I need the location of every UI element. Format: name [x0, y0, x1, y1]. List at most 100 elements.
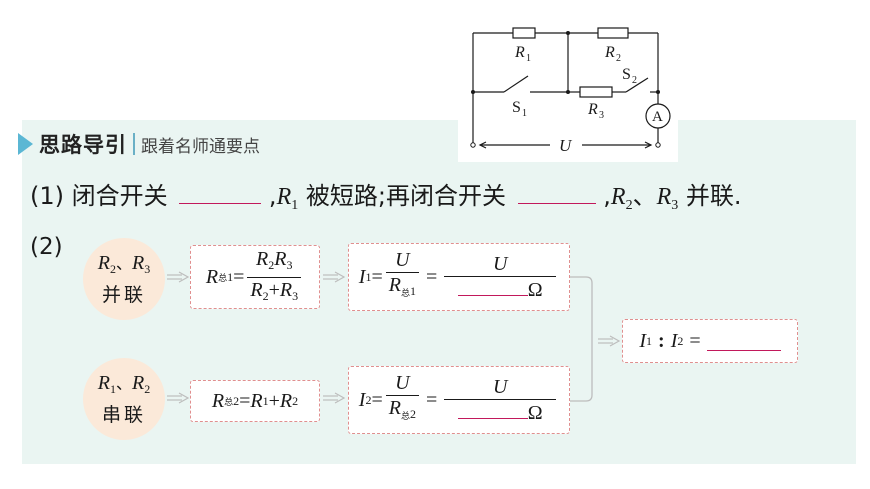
r2-lhs-sub: 2: [233, 393, 240, 408]
i1-num2: U: [493, 253, 508, 275]
question-1: (1) 闭合开关 ,R1 被短路;再闭合开关 ,R2、R3 并联.: [30, 176, 742, 214]
ratio-a: I: [639, 329, 647, 352]
r1-lhs: R: [205, 265, 219, 288]
i1-den-sub: 1: [409, 284, 416, 298]
series-resistors: R1、R2: [98, 370, 150, 402]
switch-s2-blade: [625, 77, 649, 93]
i1-unit: Ω: [527, 279, 543, 301]
r1-den-b-sub: 3: [292, 288, 299, 303]
r2-eq: =: [239, 389, 251, 412]
i1-lhs: I: [358, 265, 366, 288]
series-sep: 、: [115, 374, 132, 393]
r1-num-a: R: [256, 247, 269, 270]
resistor-r1: [512, 27, 536, 39]
i2-eq2: =: [425, 388, 438, 411]
label-r3: R: [587, 101, 598, 118]
ratio-eq: =: [689, 329, 701, 352]
parallel-ra-sub: 2: [109, 262, 116, 276]
arrow-icon: [322, 392, 346, 404]
i1-den-zong: 总: [400, 289, 410, 299]
i2-eq: =: [371, 388, 383, 411]
i1-eq: =: [371, 265, 383, 288]
parallel-rb: R: [132, 252, 145, 274]
arrow-icon: [166, 271, 190, 283]
i1-result-fraction: U Ω: [444, 252, 557, 302]
q1-text-b: 被短路;再闭合开关: [305, 182, 506, 210]
label-s1: S: [512, 99, 521, 116]
switch-s1-blade: [503, 75, 529, 93]
q1-comma-a: ,: [268, 182, 277, 210]
i2-fraction: U R总2: [385, 371, 419, 429]
series-word: 串联: [101, 404, 146, 426]
label-r3-sub: 3: [599, 110, 604, 121]
q1-r3-sub: 3: [671, 198, 679, 213]
ratio-b-sub: 2: [677, 333, 684, 348]
parallel-word: 并联: [101, 284, 146, 306]
i2-lhs: I: [358, 388, 366, 411]
parallel-resistors: R2、R3: [98, 250, 150, 282]
i2-blank[interactable]: [457, 400, 528, 419]
series-ra: R: [97, 372, 110, 394]
r1-num-b: R: [274, 247, 287, 270]
q1-r1: R: [276, 184, 292, 210]
label-s2: S: [622, 66, 631, 83]
i2-den-sub: 2: [409, 407, 416, 421]
q1-label: (1): [30, 182, 64, 210]
ratio-a-sub: 1: [646, 333, 653, 348]
r1-lhs-sub: 1: [227, 269, 234, 284]
resistor-r3: [579, 86, 613, 98]
q2-label: (2): [30, 234, 63, 260]
i2-num2: U: [493, 376, 508, 398]
r2-lhs-zong: 总: [224, 397, 234, 408]
arrow-icon: [322, 271, 346, 283]
i2-num: U: [395, 372, 410, 394]
series-rb: R: [132, 372, 145, 394]
r1-den-a: R: [250, 278, 263, 301]
r2-b: R: [279, 389, 293, 412]
parallel-rb-sub: 3: [144, 262, 151, 276]
ratio-colon: :: [658, 329, 665, 352]
r2-lhs: R: [211, 389, 225, 412]
r1-lhs-zong: 总: [218, 273, 228, 284]
header-title: 思路导引: [39, 133, 127, 157]
q1-r2-sub: 2: [625, 198, 633, 213]
q1-comma-b: ,: [603, 182, 611, 210]
q1-r3: R: [656, 184, 672, 210]
r1-den-b: R: [279, 278, 293, 301]
q1-sep: 、: [632, 182, 657, 210]
ratio-blank[interactable]: [706, 332, 781, 351]
r2-plus: +: [268, 389, 280, 412]
arrow-icon: [597, 335, 621, 347]
r2-a-sub: 1: [262, 393, 269, 408]
q1-r1-sub: 1: [291, 198, 299, 213]
series-rb-sub: 2: [144, 382, 151, 396]
parallel-sep: 、: [115, 254, 132, 273]
label-r1: R: [514, 44, 525, 61]
series-ra-sub: 1: [109, 382, 116, 396]
i1-num: U: [395, 249, 410, 271]
q1-blank-2[interactable]: [517, 203, 596, 204]
play-arrow-icon: [18, 133, 33, 155]
q1-text-c: 并联.: [678, 182, 742, 210]
label-s2-sub: 2: [632, 75, 637, 86]
label-r2: R: [604, 44, 615, 61]
ratio-b: I: [670, 329, 678, 352]
q1-blank-1[interactable]: [179, 203, 262, 204]
label-r2-sub: 2: [616, 53, 621, 64]
i1-blank[interactable]: [457, 277, 528, 296]
bracket-connector: [568, 276, 593, 402]
i1-den: R: [388, 274, 401, 296]
label-ammeter: A: [652, 109, 663, 125]
r1-den-a-sub: 2: [262, 288, 269, 303]
parallel-circle: R2、R3 并联: [83, 238, 165, 320]
r1-eq: =: [233, 265, 245, 288]
circuit-diagram: R 1 R 2 R 3 S 1 S 2 A U: [458, 10, 678, 162]
i2-unit: Ω: [527, 402, 543, 424]
label-s1-sub: 1: [522, 108, 527, 119]
label-r1-sub: 1: [526, 53, 531, 64]
r1-num-a-sub: 2: [268, 257, 275, 272]
